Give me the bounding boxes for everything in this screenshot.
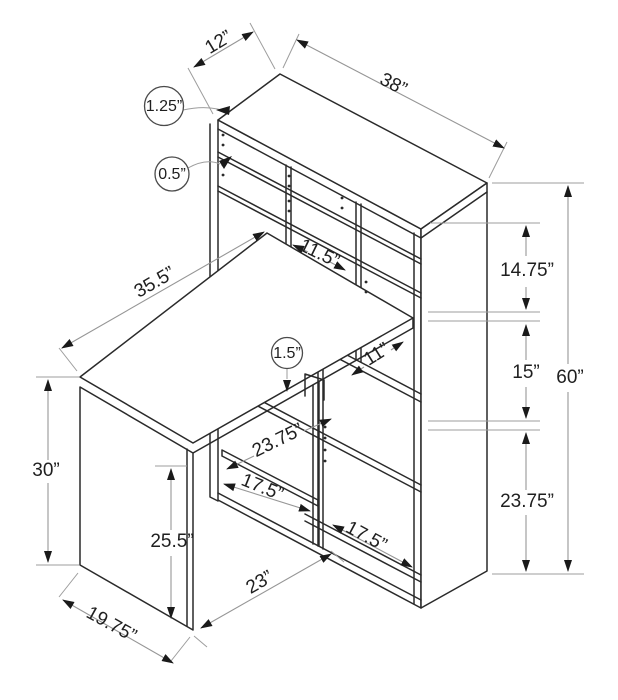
dim-overall-height-label: 60”: [556, 367, 583, 388]
dim-tray-width-line-left: [226, 455, 255, 470]
callout-desktop-thickness-circle: [270, 336, 304, 370]
callout-top-thickness-circle: [143, 85, 185, 127]
keyboard-tray-and-bracket: [221, 373, 325, 547]
dim-corner-span-extensions: [193, 550, 345, 648]
dim-hutch-width-line: [296, 39, 505, 149]
callout-shelf-thickness-arrow: [219, 156, 232, 169]
callout-desktop-thickness-arrow: [283, 380, 291, 392]
dim-desk-depth-extensions: [58, 572, 191, 662]
dim-tray-clearance-label: 25.5”: [150, 531, 193, 552]
dim-hutch-depth-label: 12”: [202, 27, 236, 59]
dim-middle-section-label: 15”: [512, 362, 539, 383]
callout-desktop-thickness-label: 1.5”: [273, 345, 301, 362]
hutch-right-side-face: [420, 182, 488, 609]
dim-desk-length-extension: [58, 347, 78, 372]
dim-cubby-width-line-right: [329, 261, 346, 271]
callout-top-thickness: 1.25”: [143, 85, 231, 127]
dim-overall-height: 60”: [492, 182, 584, 575]
dim-middle-section-extensions: [428, 420, 540, 431]
callout-top-thickness-arrow: [216, 106, 230, 115]
callout-shelf-thickness: 0.5”: [154, 156, 232, 192]
keyboard-tray: [221, 373, 325, 547]
dim-overall-height-extensions: [492, 182, 584, 575]
dim-tray-width-line-right: [303, 418, 332, 432]
callout-shelf-thickness-circle: [154, 156, 190, 192]
dim-upper-section-height: 14.75”: [428, 222, 554, 322]
dim-shelf-depth-line-right: [390, 341, 404, 352]
dim-shelf-depth-line-left: [351, 365, 365, 376]
dim-hutch-width-label: 38”: [376, 69, 410, 100]
dim-lower-right-width-line: [332, 524, 413, 568]
dim-upper-section-extensions: [428, 222, 540, 322]
dim-upper-section-label: 14.75”: [500, 260, 554, 281]
callout-top-thickness-label: 1.25”: [146, 98, 182, 115]
dim-desk-depth-line: [62, 599, 174, 664]
callout-shelf-thickness-leader: [187, 161, 221, 169]
dim-cubby-width-line-left: [292, 244, 309, 254]
desk-left-panel-face: [79, 386, 194, 631]
dim-desk-length-label: 35.5”: [131, 263, 179, 303]
dim-corner-span: 23”: [193, 550, 345, 648]
callout-desktop-thickness: 1.5”: [270, 336, 304, 392]
dim-corner-span-line: [200, 553, 332, 629]
dim-lower-section-label: 23.75”: [500, 491, 554, 512]
dim-hutch-depth-line: [193, 31, 254, 68]
desk-top-slab-edge: [192, 317, 414, 454]
dim-lower-left-width-line: [223, 483, 311, 512]
dim-desk-height: 30”: [32, 376, 79, 566]
callout-shelf-thickness-label: 0.5”: [158, 166, 186, 183]
dim-hutch-depth-extensions: [187, 22, 276, 115]
dim-corner-span-label: 23”: [243, 567, 277, 599]
dim-middle-section-height: 15”: [428, 324, 540, 431]
dim-desk-height-extensions: [36, 376, 79, 566]
dim-desk-length-line: [61, 231, 265, 349]
dim-desk-depth-label: 19.75”: [83, 602, 140, 646]
dim-desk-height-label: 30”: [32, 460, 59, 481]
hutch-top-slab-underside: [217, 128, 488, 239]
dim-lower-section-height: 23.75”: [500, 432, 554, 572]
